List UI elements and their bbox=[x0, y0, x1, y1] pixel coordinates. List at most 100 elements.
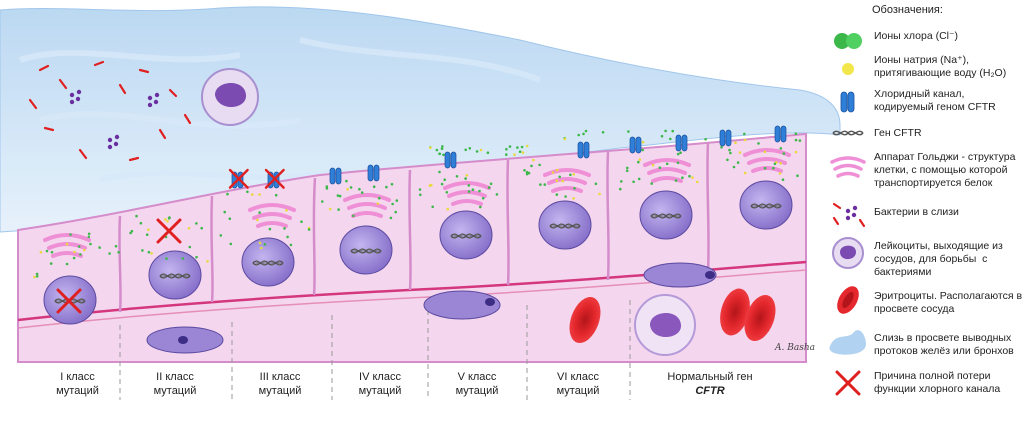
bacteria-icon bbox=[832, 202, 866, 228]
ion-dot bbox=[551, 171, 555, 174]
column-label-class-6: VI класс мутаций bbox=[538, 370, 618, 398]
ion-dot bbox=[763, 166, 767, 170]
ion-dot bbox=[626, 166, 629, 170]
ion-dot bbox=[321, 200, 324, 203]
ion-dot bbox=[772, 166, 775, 170]
ion-dot bbox=[637, 160, 640, 164]
ion-dot bbox=[345, 179, 348, 183]
ion-dot bbox=[555, 179, 559, 182]
ion-dot bbox=[33, 275, 36, 279]
ion-dot bbox=[395, 199, 399, 202]
ion-dot bbox=[779, 162, 782, 165]
ion-dot bbox=[637, 177, 641, 181]
column-label-normal: Нормальный ген CFTR bbox=[655, 370, 765, 398]
sodium-ions-icon bbox=[842, 63, 854, 75]
column-label-line2: CFTR bbox=[695, 385, 725, 397]
ion-dot bbox=[65, 262, 69, 266]
leukocytes bbox=[201, 68, 696, 356]
ion-dot bbox=[627, 130, 630, 133]
ion-dot bbox=[441, 145, 444, 148]
ion-dot bbox=[390, 182, 394, 186]
legend-item-golgi: Аппарат Гольджи - структура клетки, с по… bbox=[874, 151, 1016, 189]
ion-dot bbox=[660, 134, 664, 138]
column-label-line1: Нормальный ген bbox=[667, 371, 753, 383]
ion-dot bbox=[726, 158, 729, 162]
ion-dot bbox=[263, 243, 267, 246]
ion-dot bbox=[50, 250, 54, 254]
ion-dot bbox=[98, 246, 101, 249]
ion-dot bbox=[258, 241, 262, 245]
ion-dot bbox=[206, 260, 209, 263]
ion-dot bbox=[346, 188, 349, 191]
ion-dot bbox=[782, 152, 786, 155]
ion-dot bbox=[525, 144, 529, 148]
ion-dot bbox=[521, 151, 525, 154]
ion-dot bbox=[704, 137, 707, 141]
ion-dot bbox=[274, 193, 278, 197]
ion-dot bbox=[431, 205, 435, 209]
ion-dot bbox=[89, 242, 92, 246]
ion-dot bbox=[87, 232, 91, 236]
ion-dot bbox=[135, 214, 138, 218]
ion-dot bbox=[582, 132, 585, 136]
ion-dot bbox=[794, 150, 798, 154]
ion-dot bbox=[338, 194, 342, 198]
ion-dot bbox=[798, 139, 802, 142]
leukocyte-icon bbox=[832, 237, 864, 269]
ion-dot bbox=[467, 190, 471, 193]
erythrocytes bbox=[569, 288, 776, 344]
ion-dot bbox=[676, 152, 680, 156]
ion-dot bbox=[527, 171, 531, 175]
ion-dot bbox=[518, 150, 522, 153]
ion-dot bbox=[520, 145, 524, 149]
ion-dot bbox=[505, 147, 508, 151]
ion-dot bbox=[391, 202, 394, 206]
ion-dot bbox=[664, 129, 667, 133]
ion-dot bbox=[650, 182, 653, 185]
ion-dot bbox=[479, 205, 482, 209]
ion-dot bbox=[794, 132, 798, 135]
ion-dot bbox=[778, 172, 782, 175]
ion-dot bbox=[696, 180, 699, 184]
column-label-line2: мутаций bbox=[455, 385, 499, 397]
ion-dot bbox=[268, 227, 272, 231]
ion-dot bbox=[681, 176, 684, 179]
column-label-line1: VI класс bbox=[557, 371, 599, 383]
ion-dot bbox=[167, 216, 171, 220]
bacteria-rods bbox=[28, 60, 192, 162]
ion-dot bbox=[577, 133, 580, 137]
column-label-class-2: II класс мутаций bbox=[135, 370, 215, 398]
ion-dot bbox=[481, 197, 485, 200]
ion-dot bbox=[72, 256, 76, 260]
ion-dot bbox=[372, 185, 376, 188]
legend-item-bacteria: Бактерии в слизи bbox=[874, 206, 959, 218]
legend-item-cross: Причина полной потери функции хлорного к… bbox=[874, 370, 1001, 395]
ion-dot bbox=[563, 137, 567, 141]
ion-dot bbox=[671, 129, 674, 133]
column-dividers bbox=[119, 300, 631, 400]
ion-dot bbox=[307, 228, 311, 231]
ion-dot bbox=[360, 191, 364, 194]
ion-dot bbox=[145, 233, 149, 236]
ion-dot bbox=[300, 220, 303, 223]
ion-dot bbox=[513, 153, 516, 156]
ion-dot bbox=[665, 162, 669, 166]
cell-borders bbox=[118, 141, 710, 313]
ion-dot bbox=[796, 174, 799, 177]
ion-dot bbox=[328, 207, 332, 211]
ion-dot bbox=[147, 228, 150, 232]
column-label-class-5: V класс мутаций bbox=[437, 370, 517, 398]
ion-dot bbox=[129, 231, 132, 235]
ion-dot bbox=[438, 170, 441, 174]
ion-dot bbox=[200, 226, 203, 230]
column-label-line2: мутаций bbox=[358, 385, 402, 397]
legend-item-erythrocytes: Эритроциты. Располагаются в просвете сос… bbox=[874, 290, 1023, 315]
ion-dot bbox=[442, 153, 445, 157]
ion-dot bbox=[150, 252, 153, 255]
ion-dot bbox=[555, 193, 559, 196]
ion-dot bbox=[561, 179, 564, 183]
ion-dot bbox=[558, 175, 561, 179]
ion-dot bbox=[39, 250, 43, 254]
signature: A. Basha bbox=[775, 343, 815, 353]
